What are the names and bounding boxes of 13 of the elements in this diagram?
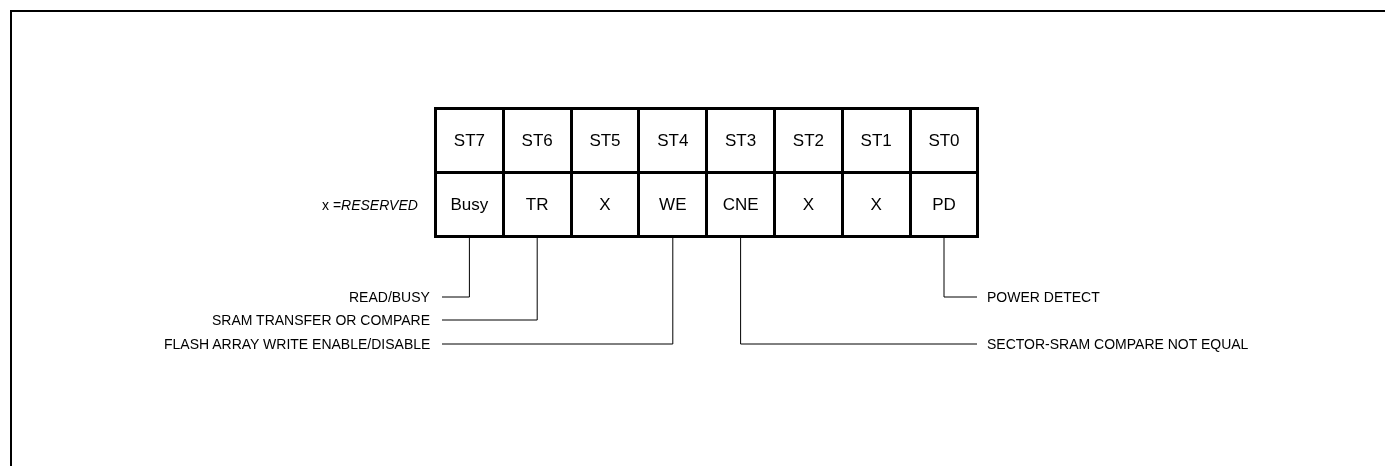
leader-line: [943, 237, 978, 298]
bit-name-cell: ST7: [434, 107, 505, 174]
leader-line: [740, 237, 978, 345]
leader-line: [441, 237, 674, 345]
bit-description: POWER DETECT: [987, 289, 1100, 305]
bit-description: FLASH ARRAY WRITE ENABLE/DISABLE: [164, 336, 431, 352]
leader-line: [441, 237, 538, 321]
bit-description: READ/BUSY: [349, 289, 430, 305]
note-text: x =RESERVED: [322, 197, 418, 213]
leader-line: [441, 237, 470, 298]
bit-description: SECTOR-SRAM COMPARE NOT EQUAL: [987, 336, 1249, 352]
bit-value-cell: Busy: [434, 171, 505, 238]
bit-description: SRAM TRANSFER OR COMPARE: [212, 312, 431, 328]
